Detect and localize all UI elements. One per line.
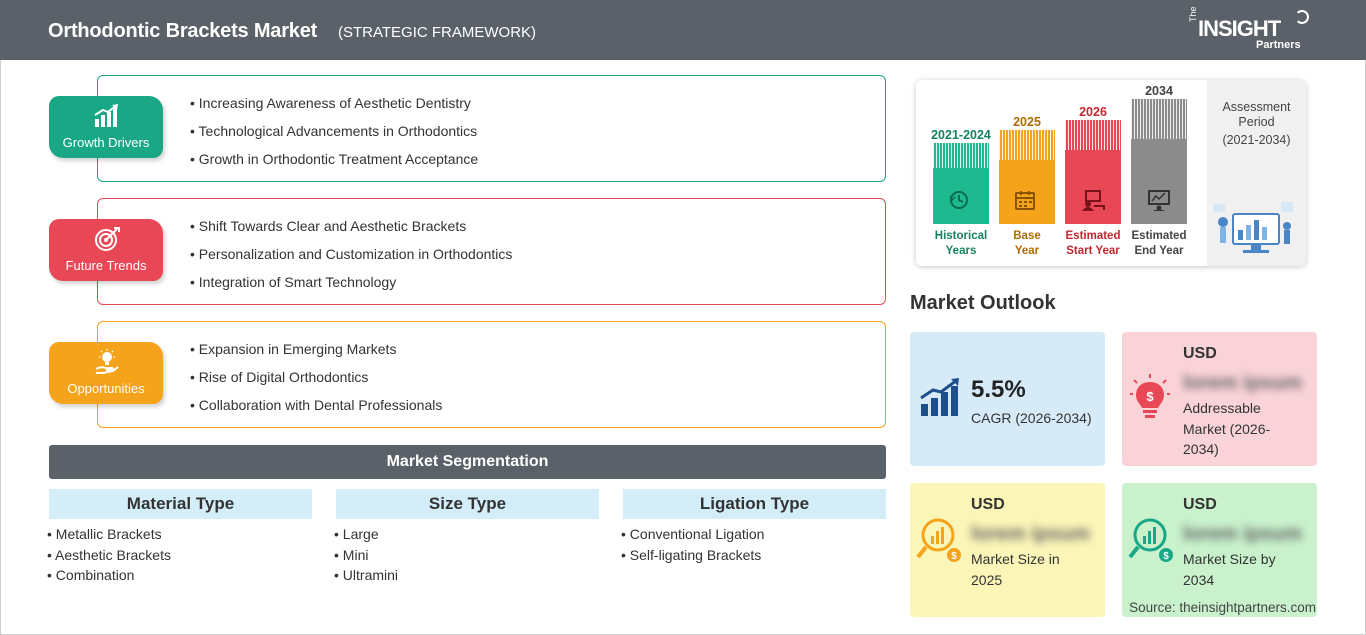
market-size-2025-tile: $ USD lorem ipsum Market Size in 2025 bbox=[910, 483, 1105, 617]
logo-insight: INSIGHT bbox=[1198, 16, 1281, 41]
segment-list-ligation: Conventional Ligation Self-ligating Brac… bbox=[621, 526, 765, 568]
timeline-bar bbox=[999, 160, 1055, 224]
growth-chart-icon bbox=[94, 104, 118, 127]
addressable-market-tile: $ USD lorem ipsum Addressable Market (20… bbox=[1122, 332, 1317, 466]
growth-drivers-list: Increasing Awareness of Aesthetic Dentis… bbox=[190, 94, 479, 178]
timeline-year: 2025 bbox=[1013, 115, 1041, 129]
market-size-2034-value: lorem ipsum bbox=[1183, 523, 1302, 545]
monitor-chart-icon bbox=[1146, 189, 1172, 216]
timeline-bar bbox=[1131, 139, 1187, 224]
timeline-bar bbox=[1065, 150, 1121, 224]
segment-header-material: Material Type bbox=[49, 489, 312, 519]
list-item: Combination bbox=[47, 567, 171, 588]
money-bulb-icon: $ bbox=[1130, 374, 1170, 418]
coin-chart-icon: $ bbox=[1128, 518, 1173, 562]
opportunities-label: Opportunities bbox=[67, 381, 145, 396]
list-item: Conventional Ligation bbox=[621, 526, 765, 547]
market-size-2034-label: Market Size by 2034 bbox=[1183, 551, 1276, 588]
assessment-period-title: Assessment Period bbox=[1222, 100, 1291, 129]
growth-drivers-box: Increasing Awareness of Aesthetic Dentis… bbox=[97, 75, 886, 182]
timeline-label: Base bbox=[1013, 230, 1041, 242]
list-item: Large bbox=[334, 526, 398, 547]
market-size-2025-label: Market Size in 2025 bbox=[971, 551, 1060, 588]
header-bar: Orthodontic Brackets Market (STRATEGIC F… bbox=[0, 0, 1366, 60]
page-subtitle: (STRATEGIC FRAMEWORK) bbox=[338, 24, 537, 41]
future-trends-list: Shift Towards Clear and Aesthetic Bracke… bbox=[190, 217, 513, 301]
growth-drivers-label: Growth Drivers bbox=[62, 135, 150, 150]
cagr-value: 5.5% bbox=[971, 376, 1026, 403]
opportunities-list: Expansion in Emerging Markets Rise of Di… bbox=[190, 340, 443, 424]
svg-text:$: $ bbox=[1163, 551, 1169, 562]
history-clock-icon bbox=[948, 189, 970, 216]
list-item: Collaboration with Dental Professionals bbox=[190, 396, 443, 424]
market-size-2034-currency: USD bbox=[1183, 496, 1217, 513]
opportunities-box: Expansion in Emerging Markets Rise of Di… bbox=[97, 321, 886, 428]
timeline-label: Estimated bbox=[1065, 230, 1121, 242]
presenter-icon bbox=[1080, 189, 1106, 216]
analytics-illustration-icon bbox=[1213, 202, 1293, 253]
cagr-label: CAGR (2026-2034) bbox=[971, 410, 1092, 426]
timeline-bar-striped bbox=[1131, 99, 1187, 139]
market-segmentation-bar: Market Segmentation bbox=[49, 445, 886, 479]
timeline-bar-striped bbox=[933, 143, 989, 168]
market-size-2025-currency: USD bbox=[971, 496, 1005, 513]
assessment-period-panel: Assessment Period (2021-2034) bbox=[1207, 80, 1306, 266]
logo-swirl-icon bbox=[1295, 10, 1309, 24]
svg-text:$: $ bbox=[1146, 389, 1154, 404]
coin-chart-icon: $ bbox=[916, 518, 961, 562]
logo-partners: Partners bbox=[1256, 39, 1301, 51]
list-item: Personalization and Customization in Ort… bbox=[190, 245, 513, 273]
list-item: Growth in Orthodontic Treatment Acceptan… bbox=[190, 150, 478, 178]
logo-the: The bbox=[1188, 6, 1198, 22]
list-item: Ultramini bbox=[334, 567, 398, 588]
timeline-sublabel: Years bbox=[945, 245, 977, 257]
insight-partners-logo[interactable]: The INSIGHT Partners bbox=[1188, 6, 1318, 54]
timeline-label: Historical bbox=[934, 230, 988, 242]
list-item: Technological Advancements in Orthodonti… bbox=[190, 122, 478, 150]
assessment-period-range: (2021-2034) bbox=[1222, 133, 1291, 147]
page-title: Orthodontic Brackets Market bbox=[48, 20, 318, 42]
market-outlook-title: Market Outlook bbox=[910, 292, 1056, 314]
addressable-market-label: Addressable Market (2026-2034) bbox=[1183, 400, 1271, 457]
segment-header-size: Size Type bbox=[336, 489, 599, 519]
list-item: Aesthetic Brackets bbox=[47, 547, 171, 568]
timeline-sublabel: Year bbox=[1014, 245, 1040, 257]
list-item: Integration of Smart Technology bbox=[190, 273, 512, 301]
market-size-2025-value: lorem ipsum bbox=[971, 523, 1090, 545]
timeline-year: 2021-2024 bbox=[931, 128, 991, 142]
addressable-market-currency: USD bbox=[1183, 345, 1217, 362]
lightbulb-hand-icon bbox=[95, 349, 119, 374]
timeline-bar-striped bbox=[1065, 120, 1121, 150]
growth-drivers-badge: Growth Drivers bbox=[49, 96, 163, 158]
timeline-sublabel: End Year bbox=[1134, 245, 1184, 257]
list-item: Self-ligating Brackets bbox=[621, 547, 764, 568]
growth-chart-icon bbox=[920, 378, 959, 416]
future-trends-box: Shift Towards Clear and Aesthetic Bracke… bbox=[97, 198, 886, 305]
calendar-icon bbox=[1014, 189, 1036, 216]
list-item: Expansion in Emerging Markets bbox=[190, 340, 442, 368]
market-size-2034-tile: $ USD lorem ipsum Market Size by 2034 bbox=[1122, 483, 1317, 617]
opportunities-badge: Opportunities bbox=[49, 342, 163, 404]
future-trends-label: Future Trends bbox=[65, 258, 147, 273]
segment-list-size: Large Mini Ultramini bbox=[334, 526, 398, 588]
list-item: Metallic Brackets bbox=[47, 526, 171, 547]
timeline-year: 2034 bbox=[1145, 84, 1173, 98]
timeline-bar-striped bbox=[999, 130, 1055, 160]
target-icon bbox=[95, 227, 120, 251]
timeline-year: 2026 bbox=[1079, 105, 1107, 119]
list-item: Rise of Digital Orthodontics bbox=[190, 368, 442, 396]
timeline-bar bbox=[933, 168, 989, 224]
timeline-label: Estimated bbox=[1131, 230, 1187, 242]
cagr-tile: 5.5% CAGR (2026-2034) bbox=[910, 332, 1105, 466]
list-item: Mini bbox=[334, 547, 398, 568]
list-item: Increasing Awareness of Aesthetic Dentis… bbox=[190, 94, 478, 122]
segment-header-ligation: Ligation Type bbox=[623, 489, 886, 519]
addressable-market-value: lorem ipsum bbox=[1183, 372, 1302, 394]
list-item: Shift Towards Clear and Aesthetic Bracke… bbox=[190, 217, 512, 245]
segment-list-material: Metallic Brackets Aesthetic Brackets Com… bbox=[47, 526, 171, 588]
timeline-sublabel: Start Year bbox=[1066, 245, 1120, 257]
source-note[interactable]: Source: theinsightpartners.com bbox=[1129, 600, 1316, 615]
future-trends-badge: Future Trends bbox=[49, 219, 163, 281]
svg-text:$: $ bbox=[951, 551, 957, 562]
